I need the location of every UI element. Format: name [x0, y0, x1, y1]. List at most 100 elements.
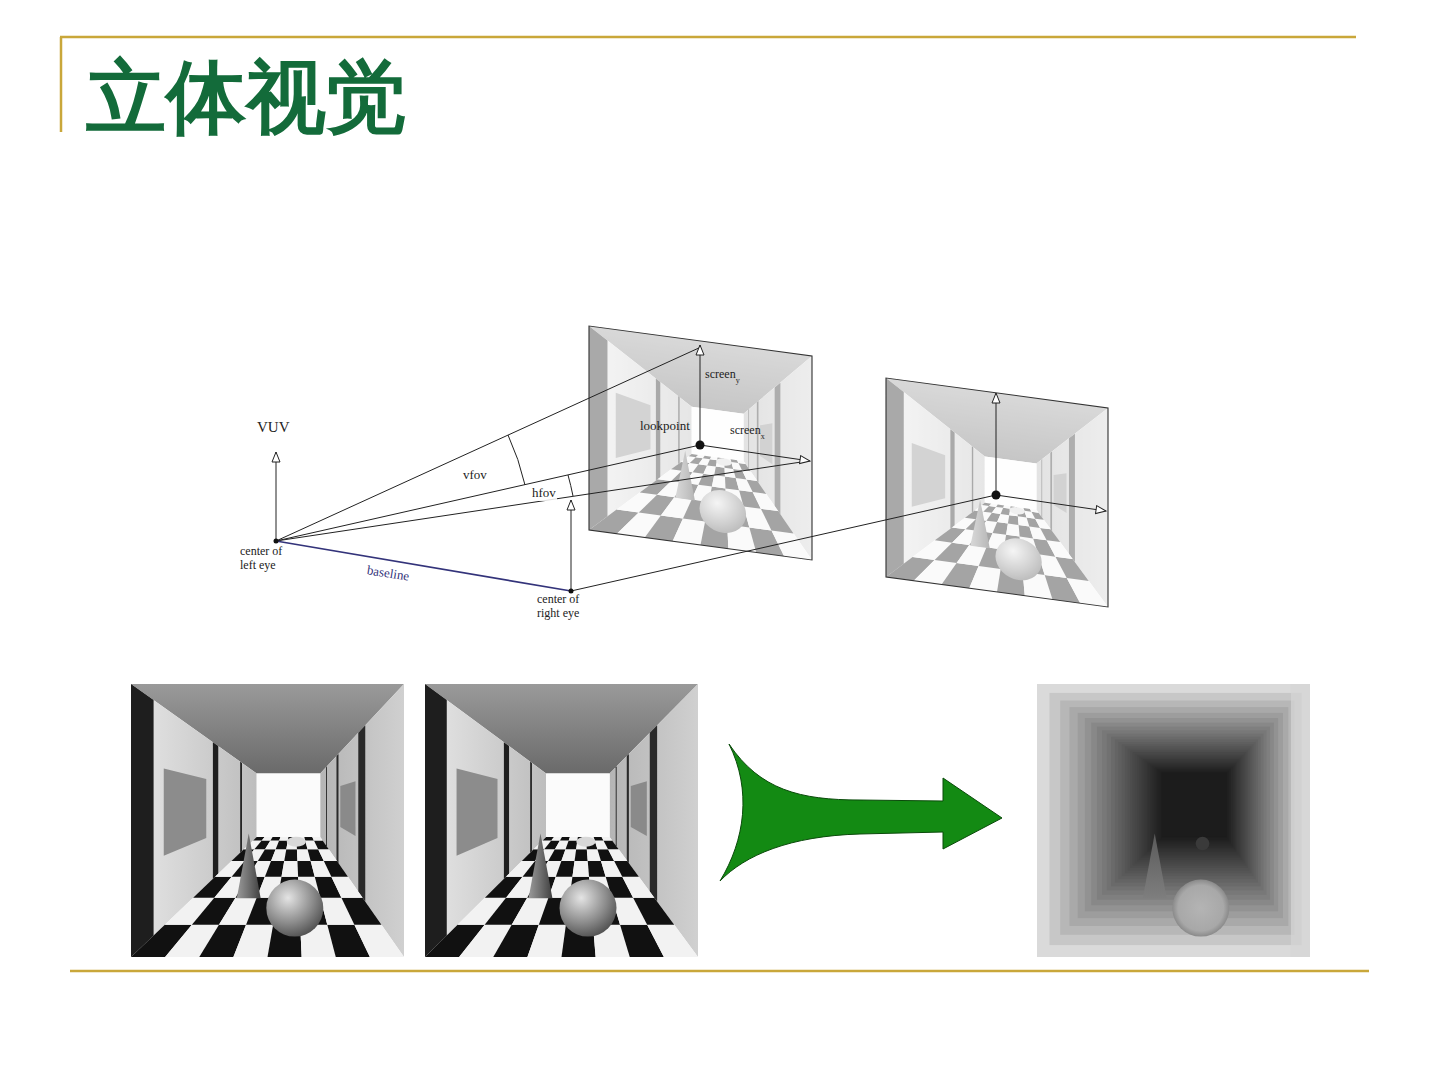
view-ray	[571, 495, 996, 591]
screen-axis	[700, 345, 701, 445]
right-screen	[886, 378, 1108, 607]
depth-band	[1144, 760, 1238, 854]
axis-subscript: x	[761, 432, 765, 441]
painting	[340, 781, 355, 836]
floor-tile	[354, 925, 404, 957]
screen-border	[886, 378, 1108, 607]
back-opening	[257, 773, 320, 836]
cone	[237, 834, 261, 899]
floor-tile	[312, 837, 322, 840]
floor-tile	[270, 837, 280, 840]
eye-label: center of right eye	[537, 593, 595, 621]
left-screen	[589, 326, 812, 560]
depth-band	[1155, 768, 1232, 845]
pillar	[425, 684, 447, 957]
floor-tile	[279, 837, 288, 840]
up-vector	[571, 500, 572, 591]
angle-arc	[568, 475, 573, 496]
depth-band	[1153, 766, 1233, 846]
depth-band	[1149, 764, 1236, 851]
right-image	[425, 684, 698, 957]
floor-tile	[341, 898, 381, 925]
floor-tile	[572, 861, 589, 877]
depth-band	[1135, 754, 1245, 864]
pillar	[615, 766, 617, 846]
axis-label: VUV	[257, 419, 290, 436]
depth-map	[1037, 684, 1310, 957]
floor-tile	[233, 925, 273, 957]
floor-tile	[561, 849, 576, 861]
pillar	[504, 742, 509, 879]
corridor-render	[425, 684, 698, 957]
axis-subscript: y	[736, 376, 740, 385]
floor-tile	[622, 877, 654, 898]
floor-tile	[265, 861, 284, 877]
depth-band	[1146, 761, 1238, 853]
screen-axis	[996, 495, 1106, 511]
screen-image	[589, 326, 812, 560]
baseline-label: baseline	[365, 563, 411, 585]
up-vector	[276, 452, 277, 541]
lookpoint-dot	[696, 441, 705, 450]
axis-label: screen	[705, 368, 736, 382]
depth-band	[1150, 764, 1235, 849]
floor-tile	[284, 849, 297, 861]
floor-tile	[560, 837, 570, 840]
left-image	[131, 684, 404, 957]
back-opening	[546, 773, 609, 836]
far-object	[576, 837, 595, 847]
depth-band	[1161, 772, 1227, 838]
pillar	[650, 725, 657, 901]
eye-dot	[274, 539, 279, 544]
floor-tile	[566, 840, 578, 849]
axis-label: screen	[730, 424, 761, 438]
depth-band	[1160, 772, 1227, 839]
lookpoint-dot	[992, 491, 1001, 500]
corridor-render	[131, 684, 404, 957]
view-ray	[276, 347, 701, 541]
floor-tile	[271, 849, 286, 861]
frame-line	[60, 37, 63, 132]
depth-band	[1118, 742, 1255, 879]
far-object	[1196, 837, 1210, 851]
right-wall	[610, 684, 698, 957]
sphere	[266, 880, 323, 937]
depth-band	[1130, 750, 1248, 868]
floor-tile	[324, 861, 348, 877]
depth-band	[1111, 737, 1261, 887]
floor-tile	[527, 925, 566, 957]
process-arrow	[720, 744, 1002, 881]
screen-border	[589, 326, 812, 560]
depth-band	[1133, 752, 1247, 866]
depth-band	[1162, 773, 1227, 838]
floor-tile	[608, 849, 627, 861]
depth-band	[1158, 770, 1230, 842]
depth-band	[1147, 763, 1236, 852]
view-ray	[276, 445, 700, 541]
floor-tile	[614, 861, 639, 877]
baseline-line	[276, 541, 571, 591]
depth-band	[1049, 693, 1301, 945]
depth-band	[1143, 759, 1240, 856]
pillar	[336, 754, 338, 863]
floor-tile	[575, 849, 588, 861]
pillar	[358, 725, 365, 901]
depth-band	[1037, 684, 1310, 957]
floor-tile	[318, 849, 337, 861]
pillar	[213, 742, 218, 879]
floor-tile	[569, 837, 578, 840]
screen-image	[886, 378, 1108, 607]
depth-band	[1115, 739, 1258, 882]
cone	[529, 834, 553, 899]
far-object	[287, 837, 306, 847]
angle-arc	[508, 435, 525, 485]
left-wall	[131, 684, 257, 957]
depth-band	[1125, 746, 1252, 873]
depth-band	[1097, 727, 1270, 900]
depth-band	[1163, 773, 1226, 836]
floor-tile	[647, 925, 698, 957]
depth-band	[1128, 748, 1250, 870]
floor-tile	[304, 837, 314, 840]
depth-band	[1157, 769, 1230, 842]
